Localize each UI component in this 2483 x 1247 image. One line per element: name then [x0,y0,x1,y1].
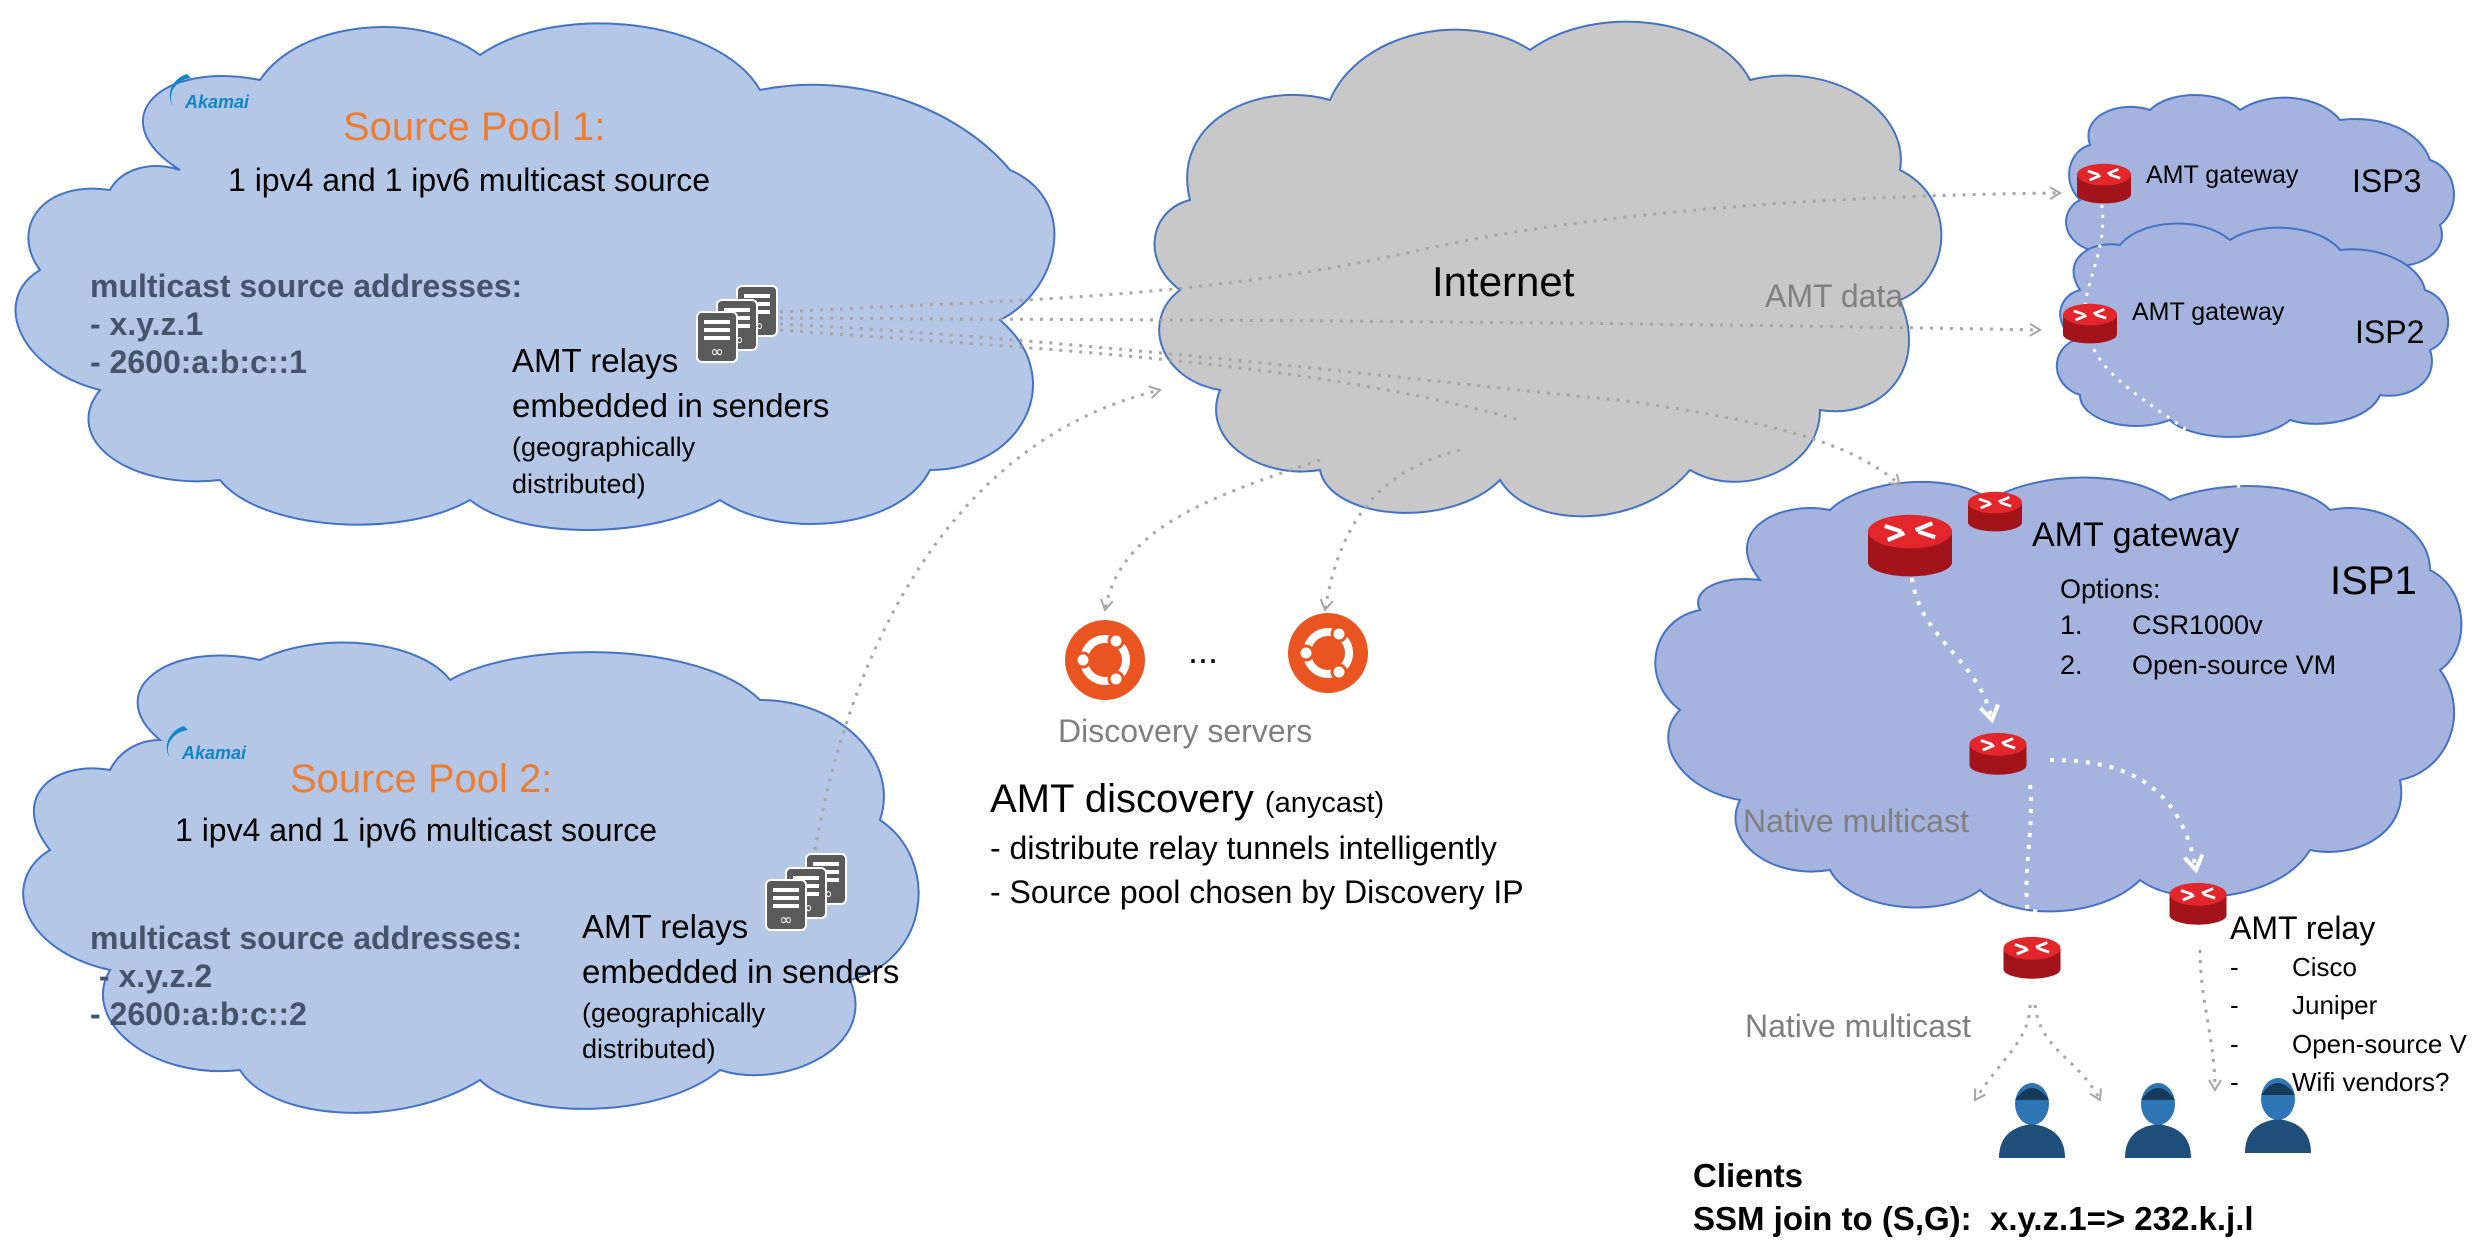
amt-data-label: AMT data [1765,278,1904,314]
relay-vendor-juniper: Juniper [2292,990,2378,1020]
relay-vendor-bullet: - [2230,990,2239,1020]
native-multicast-flows [1910,577,2205,929]
isp2-cloud [2055,222,2450,438]
native-multicast-inside-label: Native multicast [1743,803,1969,839]
internet-title: Internet [1432,258,1575,305]
source-pool-1-addr-2: - 2600:a:b:c::1 [90,344,307,380]
router-icon [1966,490,2024,533]
source-pool-2-subtitle: 1 ipv4 and 1 ipv6 multicast source [175,812,658,848]
router-icon [2002,935,2062,981]
isp3-name: ISP3 [2352,163,2422,199]
amt-discovery-title: AMT discovery [990,777,1254,821]
source-pool-1-relay-note-1: (geographically [512,432,696,462]
source-pool-1-title: Source Pool 1: [343,105,606,149]
source-pool-1-relay-note-2: distributed) [512,469,646,499]
source-pool-2-relay-line-2: embedded in senders [582,953,900,990]
source-pool-1-relay-line-1: AMT relays [512,342,679,379]
amt-data-flows [779,186,2062,487]
router-icon [2061,302,2119,345]
isp-chain [2083,194,2242,491]
isp1-options-heading: Options: [2060,574,2161,604]
source-pool-1-subtitle: 1 ipv4 and 1 ipv6 multicast source [228,162,711,198]
source-pool-1-cloud [14,22,1056,531]
source-pool-2-relay-line-1: AMT relays [582,908,749,945]
isp1-name: ISP1 [2330,559,2417,603]
akamai-logo [166,726,188,758]
amt-discovery-heading: AMT discovery (anycast) [990,776,1384,822]
source-pool-1-addr-heading: multicast source addresses: [90,268,523,304]
isp2-name: ISP2 [2355,314,2425,350]
relay-vendor-wifi: Wifi vendors? [2292,1067,2450,1097]
source-pool-1-relay-line-2: embedded in senders [512,387,830,424]
isp3-gateway-label: AMT gateway [2146,161,2299,189]
isp1-gateway-label: AMT gateway [2032,516,2240,554]
user-icon [1999,1083,2065,1158]
router-icon [1868,515,1952,577]
relay-vendor-cisco: Cisco [2292,952,2358,982]
amt-relay-title: AMT relay [2230,910,2376,946]
relay-vendor-bullet: - [2230,952,2239,982]
source-pool-2-addr-1: - x.y.z.2 [90,958,213,994]
source-pool-2-relay-note-1: (geographically [582,998,766,1028]
ubuntu-logo [1288,613,1368,693]
router-icon [1968,731,2028,777]
discovery-flows [813,385,1461,851]
router-icon [2168,881,2228,927]
native-multicast-outside-label: Native multicast [1745,1008,1971,1044]
discovery-ellipsis: ... [1188,630,1219,671]
source-pool-2-addr-2: - 2600:a:b:c::2 [90,996,307,1032]
source-pool-2-cloud [22,641,920,1114]
isp1-cloud [1654,476,2463,913]
client-flows [1973,949,2222,1102]
akamai-logo-text: Akamai [185,92,250,112]
isp1-option-2: Open-source VM [2132,650,2337,680]
clients-title: Clients [1693,1157,1804,1194]
relay-vendor-open-source: Open-source V [2292,1029,2467,1059]
isp1-option-2-num: 2. [2060,650,2083,680]
source-pool-2-title: Source Pool 2: [290,757,553,801]
internet-cloud [1153,20,1943,518]
user-icon [2125,1083,2191,1158]
akamai-logo [169,74,191,106]
source-pool-2-addr-heading: multicast source addresses: [90,920,523,956]
relay-vendor-bullet: - [2230,1029,2239,1059]
isp2-gateway-label: AMT gateway [2132,298,2285,326]
discovery-point-2: - Source pool chosen by Discovery IP [990,874,1524,910]
relay-vendor-bullet: - [2230,1067,2239,1097]
isp1-option-1: CSR1000v [2132,610,2263,640]
source-pool-1-addr-1: - x.y.z.1 [90,306,204,342]
ubuntu-logo [1065,620,1145,700]
discovery-point-1: - distribute relay tunnels intelligently [990,830,1497,866]
isp1-option-1-num: 1. [2060,610,2083,640]
source-pool-2-relay-note-2: distributed) [582,1034,716,1064]
discovery-servers-label: Discovery servers [1058,713,1313,749]
amt-discovery-note: (anycast) [1264,787,1385,819]
router-icon [2075,162,2133,205]
clients-join: SSM join to (S,G): x.y.z.1=> 232.k.j.l [1693,1200,2254,1237]
akamai-logo-text: Akamai [182,743,247,763]
